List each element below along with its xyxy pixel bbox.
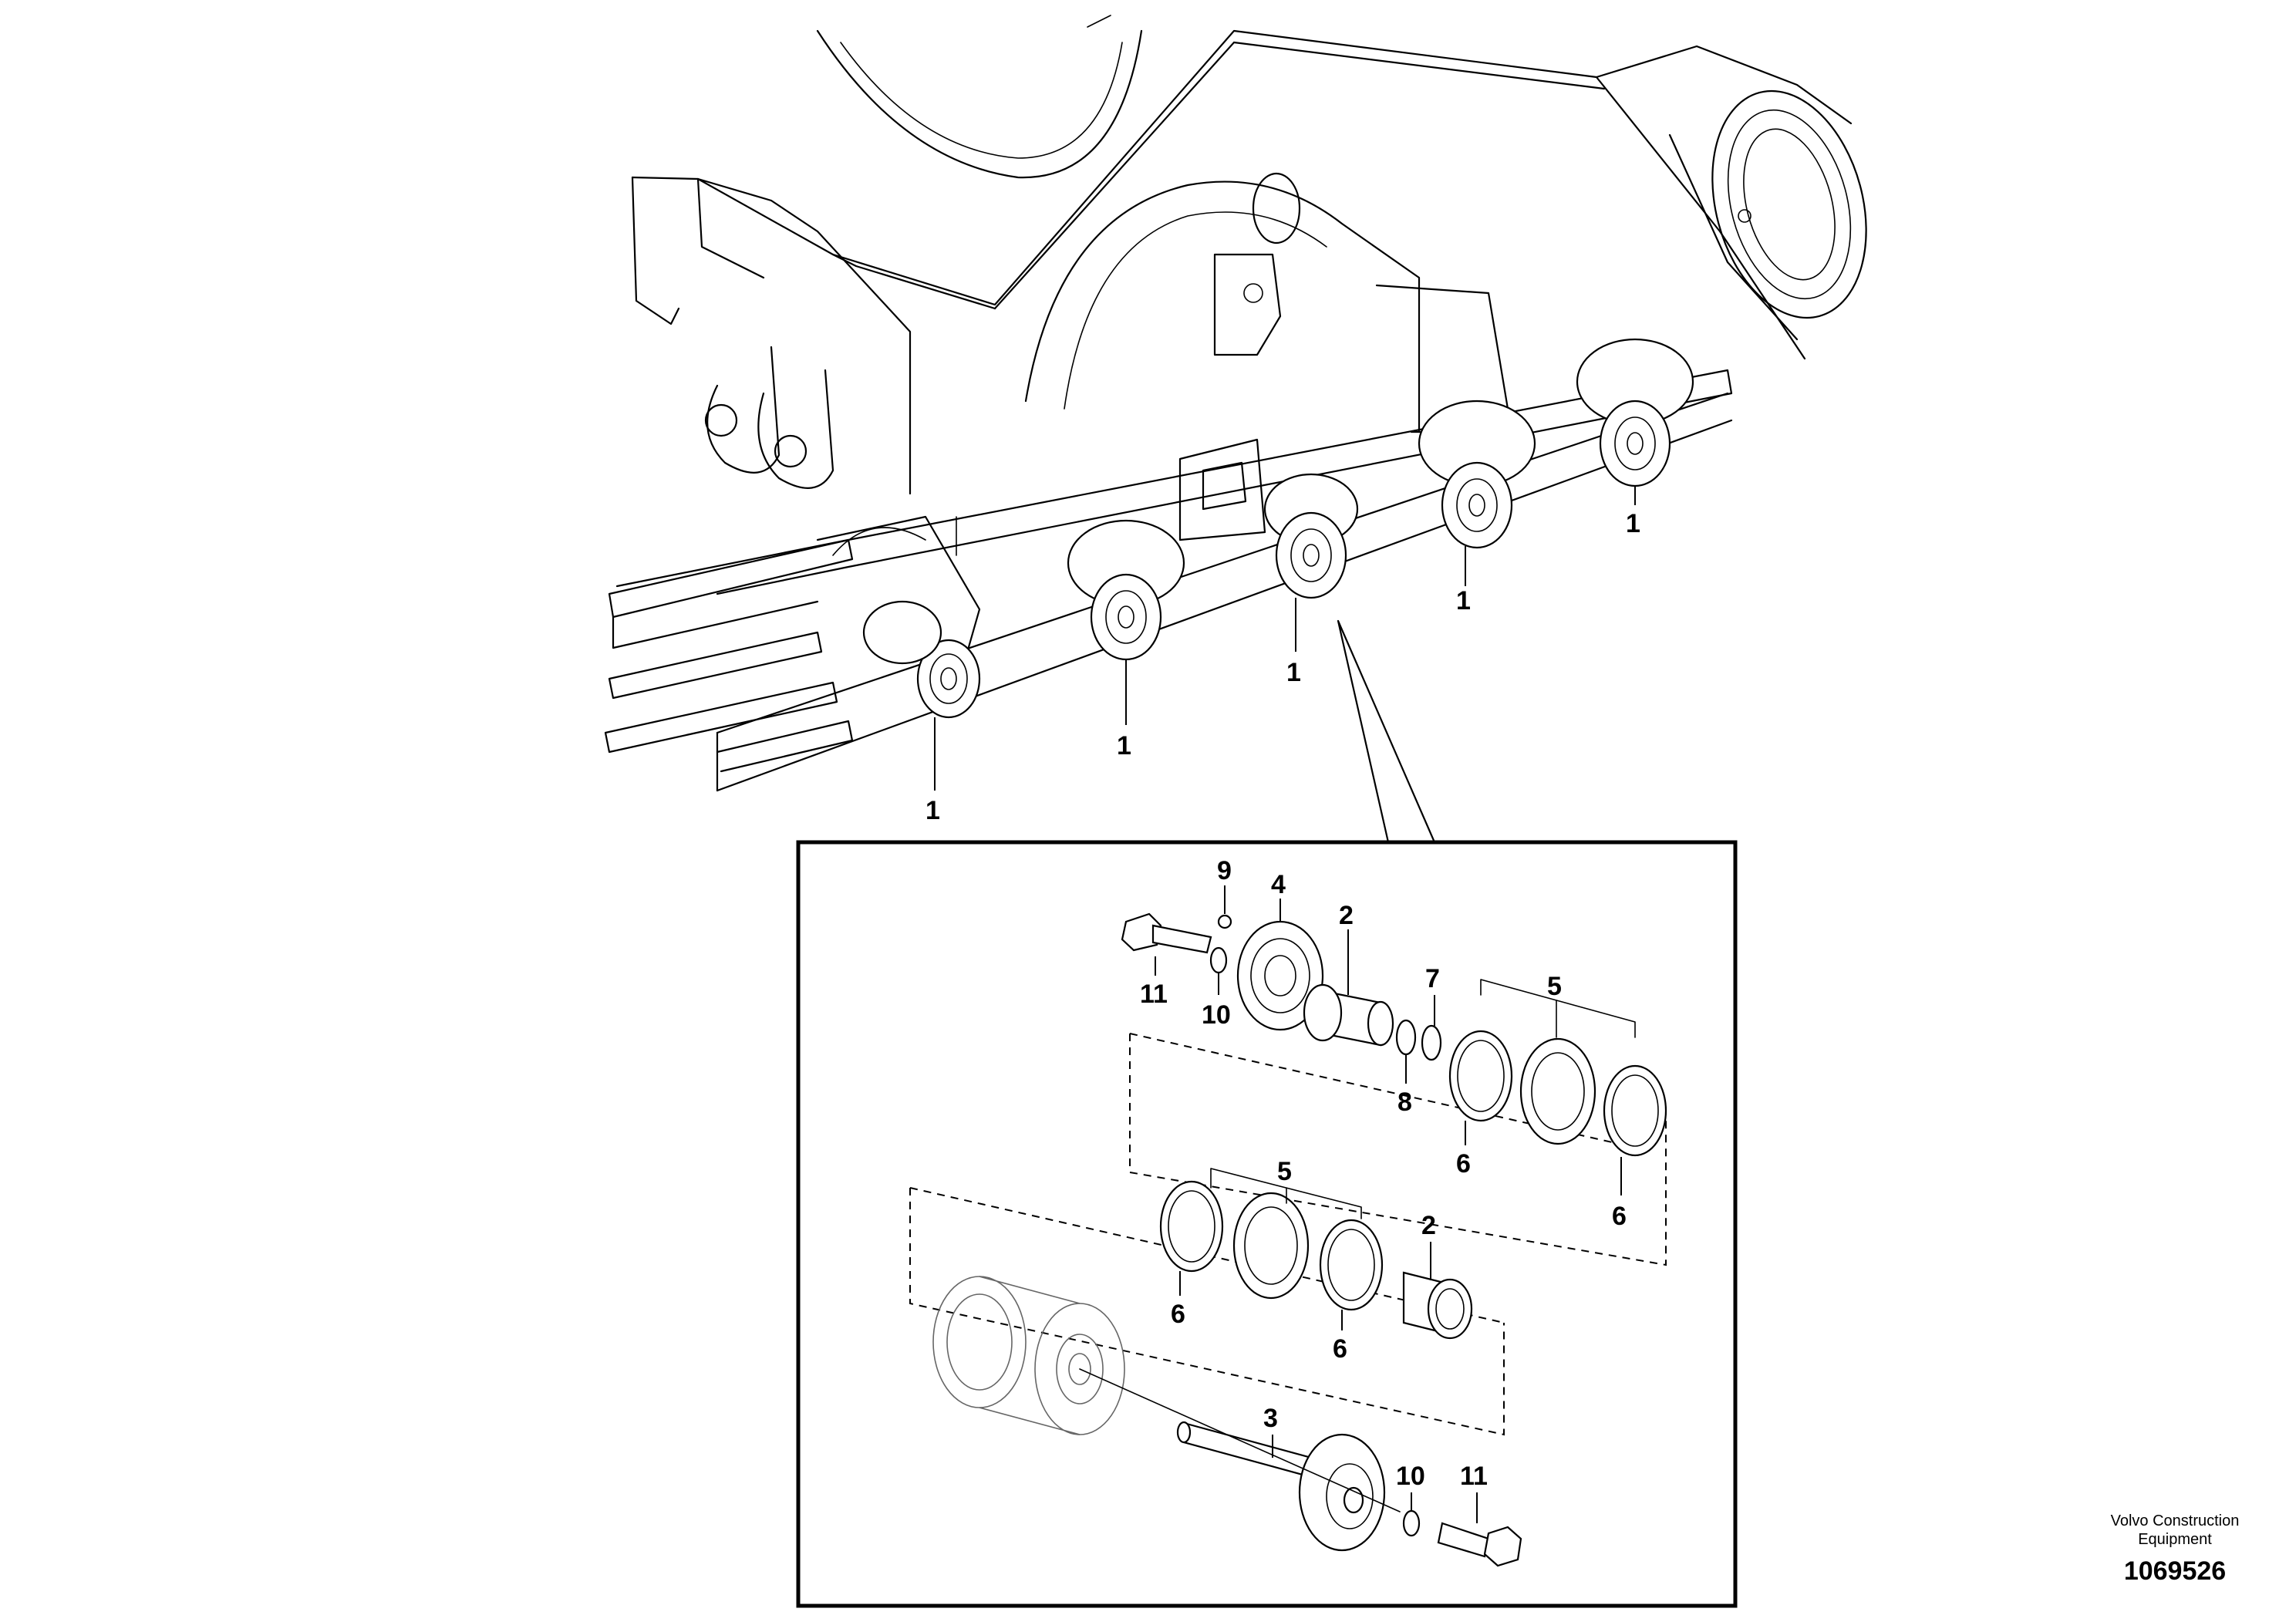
callout-roller-4: 1 [1456, 586, 1471, 615]
callout-roller-3: 1 [1286, 658, 1301, 687]
track-roller [916, 639, 981, 719]
washer-bottom [1402, 1509, 1421, 1537]
track-roller [1067, 519, 1185, 661]
callout-roller-2: 1 [1117, 731, 1131, 760]
callout-o-ring: 8 [1397, 1088, 1412, 1117]
callout-bushing-top: 2 [1339, 901, 1354, 930]
roller-shaft [1176, 1421, 1386, 1552]
seal-ring-top-left [1448, 1030, 1513, 1122]
end-cap [1236, 920, 1324, 1031]
seal-ring-top-right [1603, 1064, 1667, 1157]
seal-ring-mid-right [1319, 1219, 1384, 1311]
bushing-mid [1402, 1271, 1473, 1340]
track-roller [862, 600, 942, 665]
exploded-parts-view: 11 10 9 4 2 7 8 5 6 6 5 6 6 2 3 10 11 [909, 856, 1667, 1567]
track-roller [1418, 400, 1536, 549]
washer-top [1209, 946, 1228, 974]
roller-body-ghost [932, 1276, 1125, 1435]
callout-roller-5: 1 [1626, 509, 1640, 538]
callout-washer-bottom: 10 [1396, 1462, 1425, 1491]
o-ring [1395, 1019, 1417, 1056]
snap-ring [1421, 1024, 1442, 1061]
plug [1217, 914, 1232, 929]
bolt-bottom [1437, 1522, 1522, 1567]
callout-seal-ring-top-left: 6 [1456, 1149, 1471, 1179]
seal-top [1519, 1037, 1596, 1145]
detail-box [796, 840, 1738, 1608]
bushing-top [1303, 983, 1394, 1047]
callout-seal-ring-top-right: 6 [1612, 1202, 1627, 1231]
overview-callouts: 1 1 1 1 1 1 [925, 486, 1640, 825]
brand-line-2: Equipment [2138, 1531, 2212, 1548]
seal-mid [1232, 1192, 1310, 1300]
callout-seal-group-mid: 5 [1277, 1157, 1292, 1186]
callout-bolt-top: 11 [1140, 980, 1168, 1009]
callout-plug: 9 [1217, 856, 1232, 885]
brand-label: Volvo Construction Equipment [2082, 1512, 2267, 1549]
track-rollers [862, 338, 1694, 719]
callout-bolt-bottom: 11 [1460, 1462, 1488, 1491]
callout-seal-ring-mid-left: 6 [1171, 1300, 1185, 1329]
callout-end-cap: 4 [1271, 870, 1286, 899]
bolt-top [1121, 912, 1212, 954]
callout-washer-top: 10 [1202, 1000, 1231, 1030]
callout-roller-1: 1 [925, 796, 940, 825]
detail-pointer [1337, 619, 1436, 844]
brand-line-1: Volvo Construction [2110, 1512, 2240, 1529]
track-roller [1263, 473, 1359, 599]
callout-shaft: 3 [1263, 1404, 1278, 1433]
callout-seal-ring-mid-right: 6 [1333, 1334, 1347, 1364]
callout-snap-ring: 7 [1425, 964, 1440, 993]
track-roller [1576, 338, 1694, 487]
callout-seal-group-top: 5 [1547, 972, 1562, 1001]
seal-ring-mid-left [1159, 1180, 1224, 1273]
callout-bushing-mid: 2 [1421, 1211, 1436, 1240]
undercarriage-frame-illustration [604, 15, 1867, 792]
drawing-number: 1069526 [2123, 1556, 2227, 1586]
